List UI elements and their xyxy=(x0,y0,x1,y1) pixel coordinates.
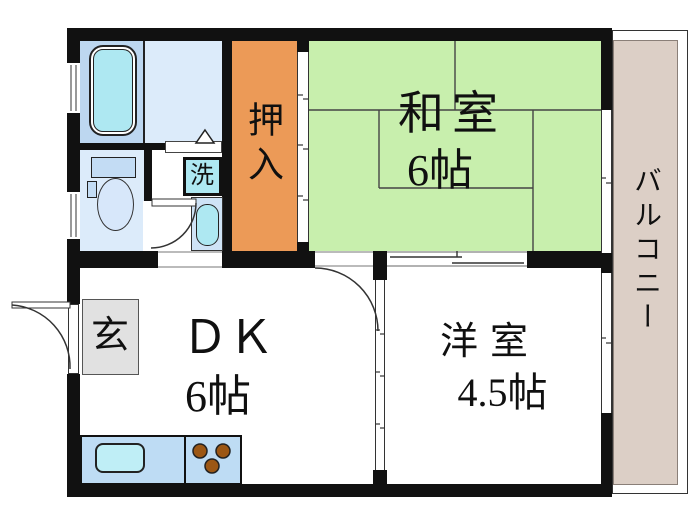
wall-right-upper xyxy=(601,41,612,110)
genkan-label: 玄 xyxy=(91,315,130,357)
washitsu-yoshitsu-slider xyxy=(387,251,527,268)
washitsu-dk-opening xyxy=(315,251,373,268)
dk-label: ＤＫ xyxy=(182,312,274,363)
washing-machine-box xyxy=(183,157,222,196)
washitsu-label: 和室 xyxy=(398,88,506,139)
entrance-door-leaf xyxy=(11,301,71,309)
wall-divider-post-bottom xyxy=(373,470,387,497)
oshiire-fusuma xyxy=(297,52,309,242)
wall-band-right xyxy=(527,251,612,268)
wall-bath-bottom xyxy=(80,143,222,150)
dk-yoshitsu-slider xyxy=(375,280,385,470)
balcony-label: バルコニー xyxy=(630,166,661,336)
wall-band-post xyxy=(373,251,387,280)
washbasin-bowl xyxy=(196,204,219,246)
oshiire-label: 押入 xyxy=(243,101,283,189)
kitchen-sink xyxy=(95,443,145,473)
toilet-bowl xyxy=(97,178,134,231)
balcony-floor xyxy=(613,40,678,485)
yoshitsu-label: 洋室 xyxy=(439,321,540,363)
toilet-door-leaf xyxy=(151,198,197,207)
washitsu-size: 6帖 xyxy=(407,146,473,195)
toilet-tank xyxy=(91,157,136,178)
laundry-label: 洗 xyxy=(190,163,214,189)
entrance-door-arc xyxy=(11,304,71,370)
window-left-lower xyxy=(67,192,80,239)
oshiire-closet xyxy=(232,41,297,251)
shower-room xyxy=(145,41,222,143)
fusuma-cap-top xyxy=(297,41,309,52)
bathtub-inner xyxy=(93,49,133,132)
bath-entry-step xyxy=(165,141,222,153)
toilet-handle xyxy=(87,181,97,198)
wall-right-lower xyxy=(601,413,612,497)
yoshitsu-size: 4.5帖 xyxy=(457,370,548,415)
entrance-door-panel xyxy=(68,304,79,374)
wall-band-left xyxy=(67,251,158,268)
window-yoshitsu-balcony xyxy=(601,273,612,413)
genkan-box xyxy=(82,299,139,375)
corridor-dk-opening xyxy=(158,251,222,268)
window-left-upper xyxy=(67,63,80,113)
wall-bottom xyxy=(67,484,612,497)
wall-top xyxy=(68,28,612,41)
window-washitsu-balcony xyxy=(601,110,612,253)
wall-oshiire-left xyxy=(222,41,232,268)
toilet-doorway xyxy=(143,201,153,251)
toilet-door-arc xyxy=(150,202,197,249)
dk-size: 6帖 xyxy=(185,372,251,421)
yoshitsu-room xyxy=(387,268,601,485)
wall-band-center xyxy=(222,251,315,268)
kitchen-counter-divider xyxy=(184,435,186,485)
wall-bath-divider xyxy=(143,41,145,143)
